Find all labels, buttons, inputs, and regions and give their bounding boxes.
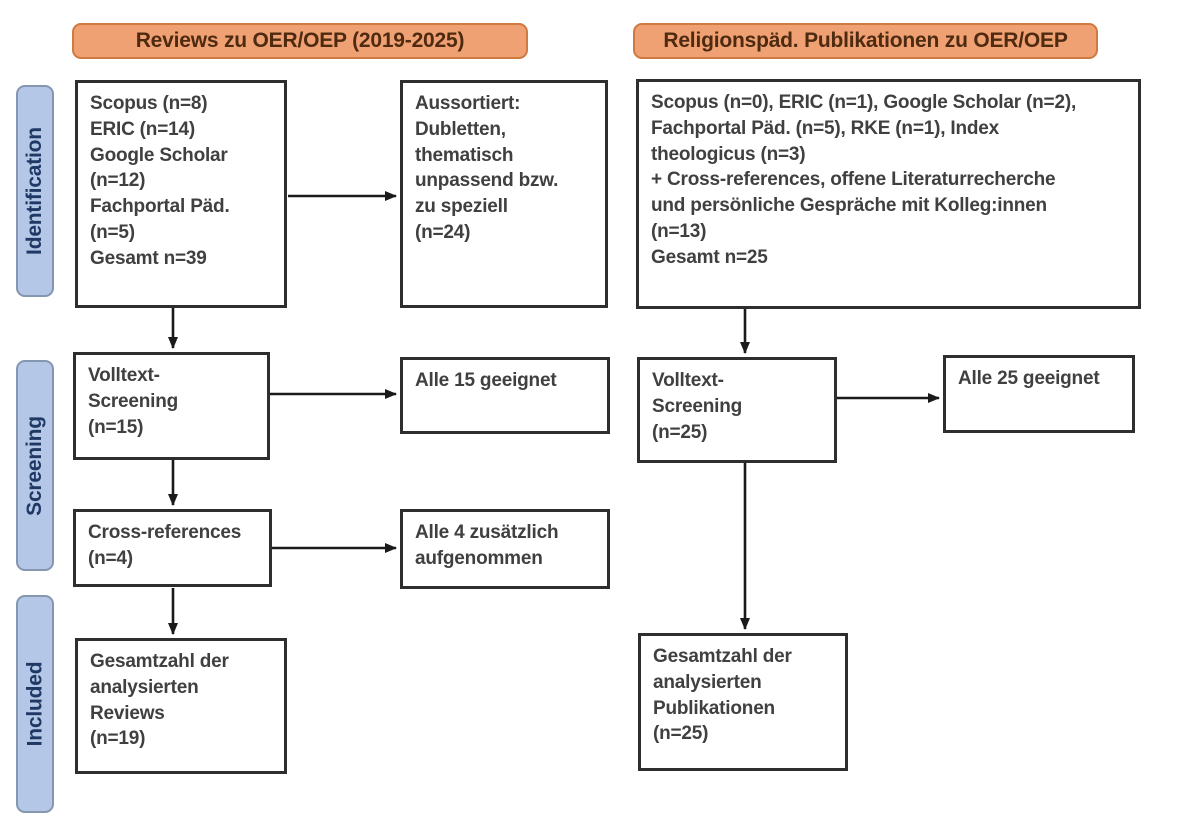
stage-identification-label: Identification bbox=[23, 127, 46, 255]
box-left-cross-references-result: Alle 4 zusätzlich aufgenommen bbox=[400, 509, 610, 589]
stage-identification: Identification bbox=[16, 85, 54, 297]
box-left-excluded: Aussortiert: Dubletten, thematisch unpas… bbox=[400, 80, 608, 308]
box-left-identification-sources: Scopus (n=8) ERIC (n=14) Google Scholar … bbox=[75, 80, 287, 308]
box-left-included-total: Gesamtzahl der analysierten Reviews (n=1… bbox=[75, 638, 287, 774]
box-left-screening-result: Alle 15 geeignet bbox=[400, 357, 610, 434]
column-header-reviews: Reviews zu OER/OEP (2019-2025) bbox=[72, 23, 528, 59]
box-right-included-total: Gesamtzahl der analysierten Publikatione… bbox=[638, 633, 848, 771]
stage-included-label: Included bbox=[23, 661, 46, 747]
box-left-cross-references: Cross-references (n=4) bbox=[73, 509, 272, 587]
stage-included: Included bbox=[16, 595, 54, 813]
box-right-identification-sources: Scopus (n=0), ERIC (n=1), Google Scholar… bbox=[636, 79, 1141, 309]
column-header-religionspaed: Religionspäd. Publikationen zu OER/OEP bbox=[633, 23, 1098, 59]
box-right-screening-result: Alle 25 geeignet bbox=[943, 355, 1135, 433]
box-left-fulltext-screening: Volltext- Screening (n=15) bbox=[73, 352, 270, 460]
stage-screening-label: Screening bbox=[23, 415, 47, 516]
stage-screening: Screening bbox=[16, 360, 54, 571]
box-right-fulltext-screening: Volltext- Screening (n=25) bbox=[637, 357, 837, 463]
